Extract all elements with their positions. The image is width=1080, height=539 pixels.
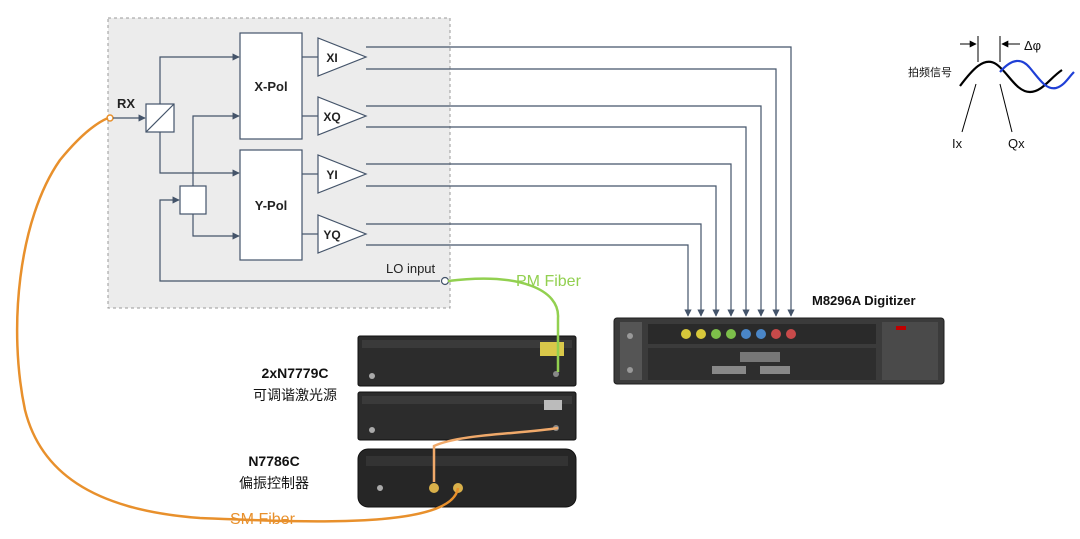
digitizer-chassis (613, 317, 945, 385)
controller-model-label: N7786C (248, 453, 299, 469)
pm-fiber (447, 277, 560, 372)
controller-desc-label: 偏振控制器 (239, 476, 309, 492)
polarization-controller (357, 448, 577, 508)
qx-label: Qx (1008, 136, 1025, 151)
laser-model-label: 2xN7779C (262, 365, 329, 381)
sm-fiber (15, 116, 460, 523)
amp-xq: XQ (302, 96, 368, 136)
amp-xq-label: XQ (323, 110, 340, 124)
beat-signal-label: 拍频信号 (908, 65, 952, 79)
amp-yq-label: YQ (323, 228, 340, 242)
amp-xi-label: XI (326, 51, 337, 65)
lo-port (440, 276, 450, 286)
pm-fiber-label: PM Fiber (516, 273, 582, 290)
sm-fiber-label: SM Fiber (230, 511, 296, 528)
y-pol-block (239, 149, 303, 261)
laser-source-2 (357, 391, 577, 441)
laser-source-1 (357, 335, 577, 387)
amp-yi-label: YI (326, 168, 337, 182)
beat-inset (959, 36, 1075, 133)
laser-desc-label: 可调谐激光源 (253, 387, 337, 404)
x-pol-block (239, 32, 303, 140)
digitizer-label: M8296A Digitizer (812, 293, 916, 308)
delta-phi-label: Δφ (1024, 38, 1041, 53)
ix-label: Ix (952, 136, 963, 151)
wave-blue (999, 59, 1075, 90)
signal-lines (366, 46, 795, 317)
amp-yq: YQ (302, 214, 368, 254)
laser-to-controller-fiber (432, 426, 559, 482)
y-pol-label: Y-Pol (255, 198, 288, 213)
amp-xi: XI (302, 37, 368, 77)
lo-splitter (179, 185, 207, 215)
lo-input-label: LO input (386, 261, 436, 276)
amp-yi: YI (302, 154, 368, 194)
wave-black (959, 60, 1063, 94)
rx-label: RX (117, 96, 135, 111)
x-pol-label: X-Pol (254, 79, 287, 94)
